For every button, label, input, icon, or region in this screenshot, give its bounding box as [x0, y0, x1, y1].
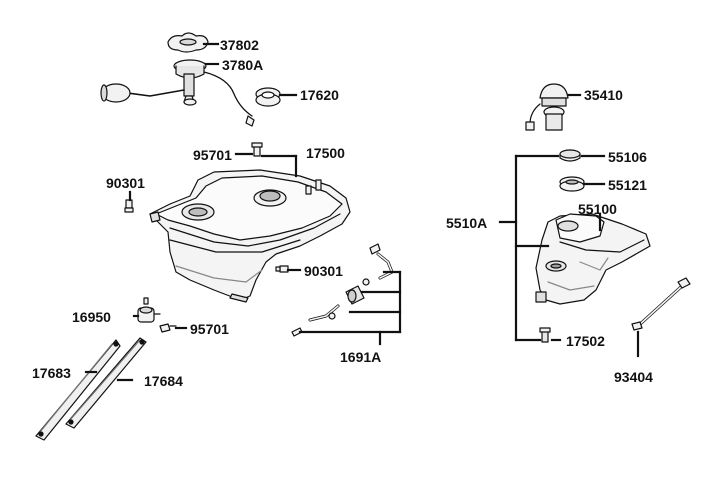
part-label-17684: 17684	[144, 373, 183, 389]
part-label-3780A: 3780A	[222, 57, 264, 73]
part-label-35410: 35410	[584, 87, 623, 103]
bolt-90301-right	[275, 265, 289, 273]
leader-lines	[84, 42, 640, 382]
breather-hose-93404	[631, 277, 691, 331]
reservoir-seal-55121	[559, 176, 585, 192]
reservoir-cap-55106	[559, 149, 581, 162]
part-label-55106: 55106	[608, 149, 647, 165]
reservoir-tank-55100	[535, 213, 651, 305]
part-label-17620: 17620	[300, 87, 339, 103]
bolt-95701-bottom	[159, 323, 177, 333]
part-label-17500: 17500	[306, 145, 345, 161]
part-label-90301-left: 90301	[106, 175, 145, 191]
fuel-gauge-gasket-17620	[255, 87, 281, 107]
bolt-95701-top	[251, 142, 263, 157]
tank-strap-17684	[65, 337, 147, 429]
part-label-93404: 93404	[614, 369, 653, 385]
part-label-16950: 16950	[72, 309, 111, 325]
part-label-95701-top: 95701	[193, 147, 232, 163]
part-label-55100: 55100	[578, 201, 617, 217]
part-label-1691A: 1691A	[340, 349, 382, 365]
fuel-gauge-seal-37802	[167, 32, 209, 53]
tank-strap-17683	[35, 339, 121, 441]
part-label-37802: 37802	[220, 37, 259, 53]
part-label-17683: 17683	[32, 365, 71, 381]
part-label-5510A: 5510A	[446, 215, 488, 231]
drain-fitting-17502	[539, 327, 551, 343]
fuel-cap-35410	[525, 83, 569, 131]
fuel-gauge-unit-3780A	[100, 59, 255, 127]
fuel-hose-kit-1691A	[291, 243, 394, 337]
part-label-55121: 55121	[608, 177, 647, 193]
bolt-90301-left	[124, 199, 134, 213]
fuel-tank-17500	[149, 169, 351, 303]
part-label-17502: 17502	[566, 333, 605, 349]
fuel-cock-16950	[137, 297, 161, 323]
part-label-90301-right: 90301	[304, 263, 343, 279]
part-label-95701-bottom: 95701	[190, 321, 229, 337]
